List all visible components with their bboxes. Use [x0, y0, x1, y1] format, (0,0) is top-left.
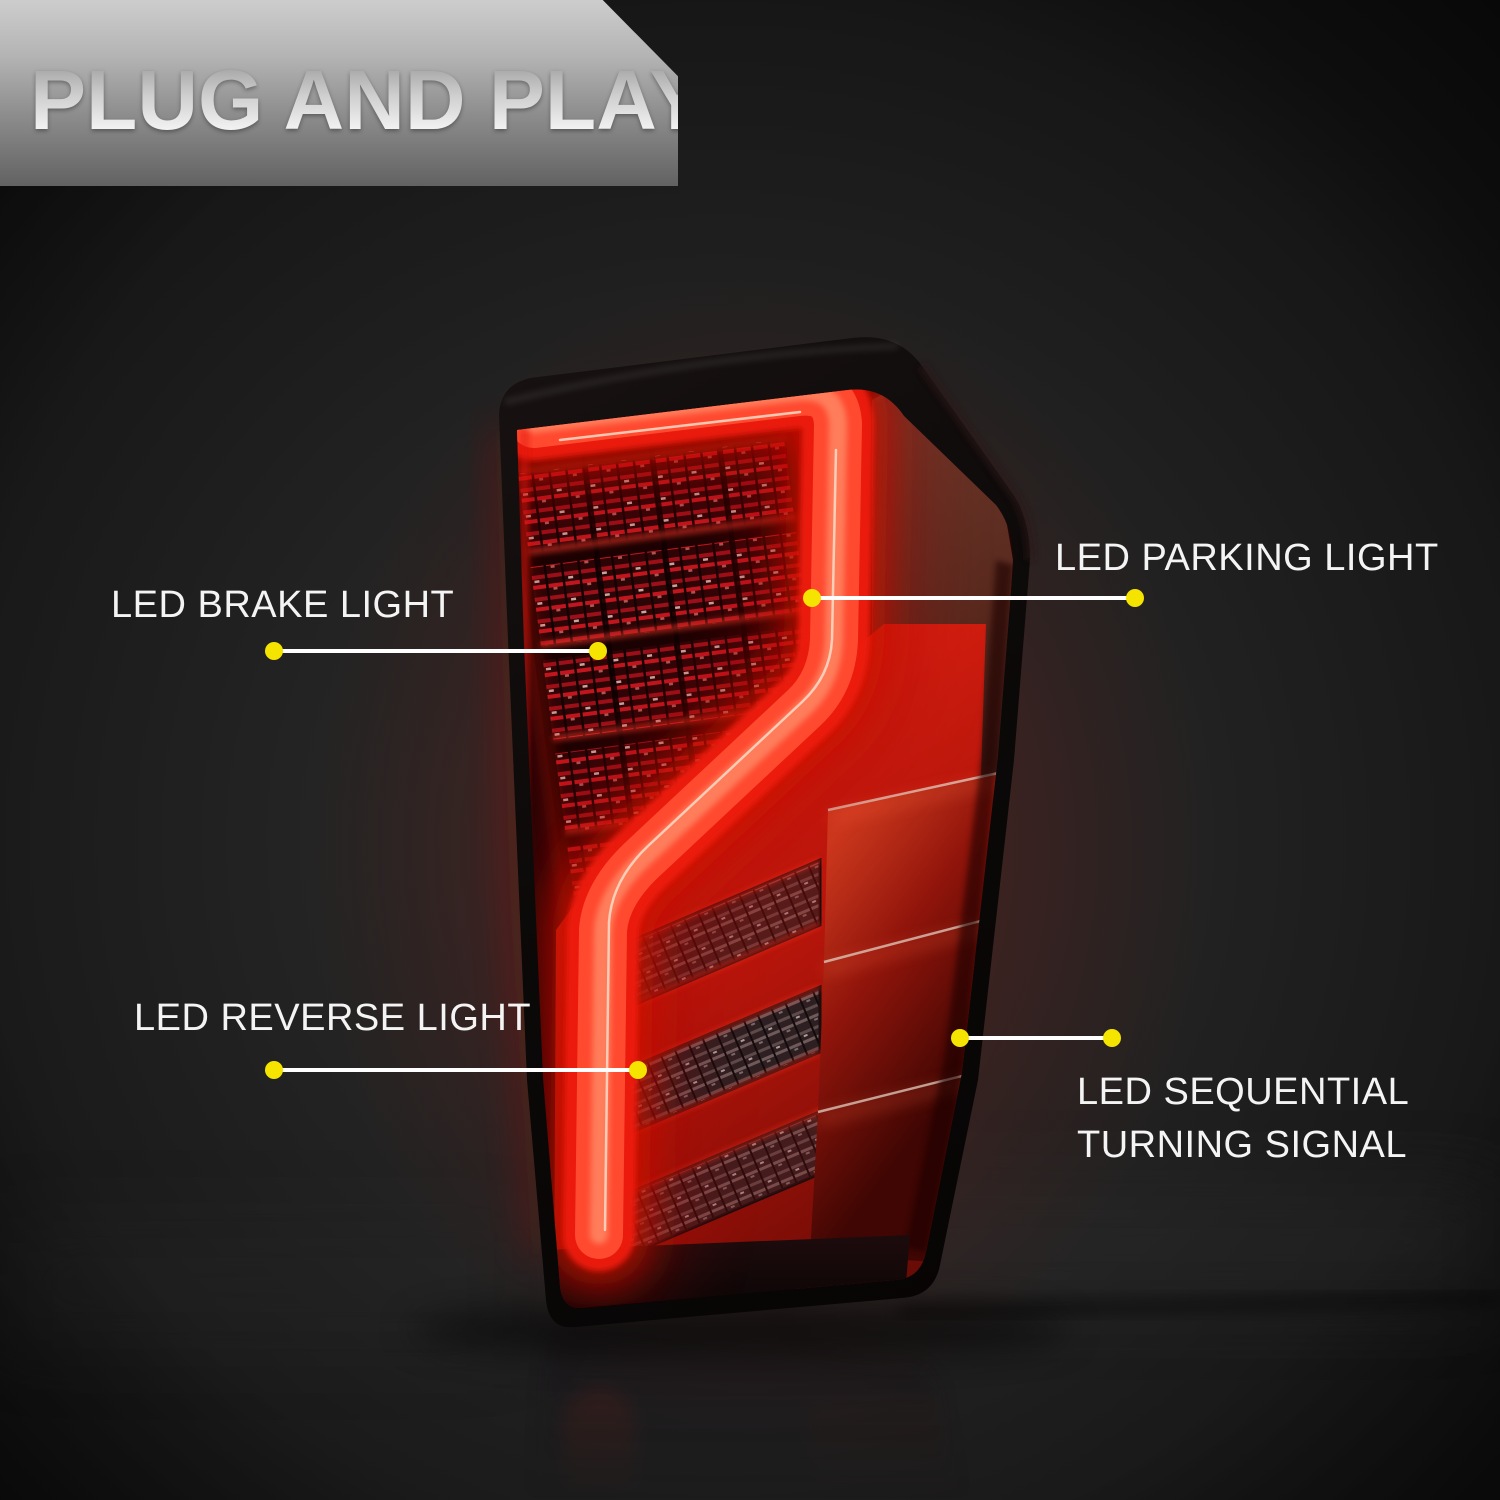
callout-sequential-dot-target: [951, 1029, 969, 1047]
light-bar: [517, 389, 913, 1309]
callout-sequential-leader: [951, 1029, 1121, 1047]
callout-brake-leader: [265, 642, 607, 660]
callout-brake-label: LED BRAKE LIGHT: [111, 584, 455, 626]
callout-parking-label: LED PARKING LIGHT: [1055, 537, 1439, 579]
callout-sequential-dot-outer: [1103, 1029, 1121, 1047]
callout-sequential-label: LED SEQUENTIAL TURNING SIGNAL: [1077, 1066, 1409, 1172]
callout-brake-dot-outer: [265, 642, 283, 660]
callout-reverse-label: LED REVERSE LIGHT: [134, 997, 532, 1039]
callout-parking-dot-outer: [1126, 589, 1144, 607]
banner-title: PLUG AND PLAY: [30, 53, 706, 147]
callout-parking-dot-target: [803, 589, 821, 607]
callout-sequential-line2: TURNING SIGNAL: [1077, 1124, 1408, 1166]
callout-reverse-dot-target: [629, 1061, 647, 1079]
callout-parking-leader: [803, 589, 1144, 607]
banner: PLUG AND PLAY: [0, 0, 678, 186]
callout-reverse-dot-outer: [265, 1061, 283, 1079]
floor-reflection: [533, 1332, 962, 1500]
callout-reverse-leader: [265, 1061, 647, 1079]
callout-sequential-line1: LED SEQUENTIAL: [1077, 1071, 1410, 1113]
callout-brake-dot-target: [589, 642, 607, 660]
